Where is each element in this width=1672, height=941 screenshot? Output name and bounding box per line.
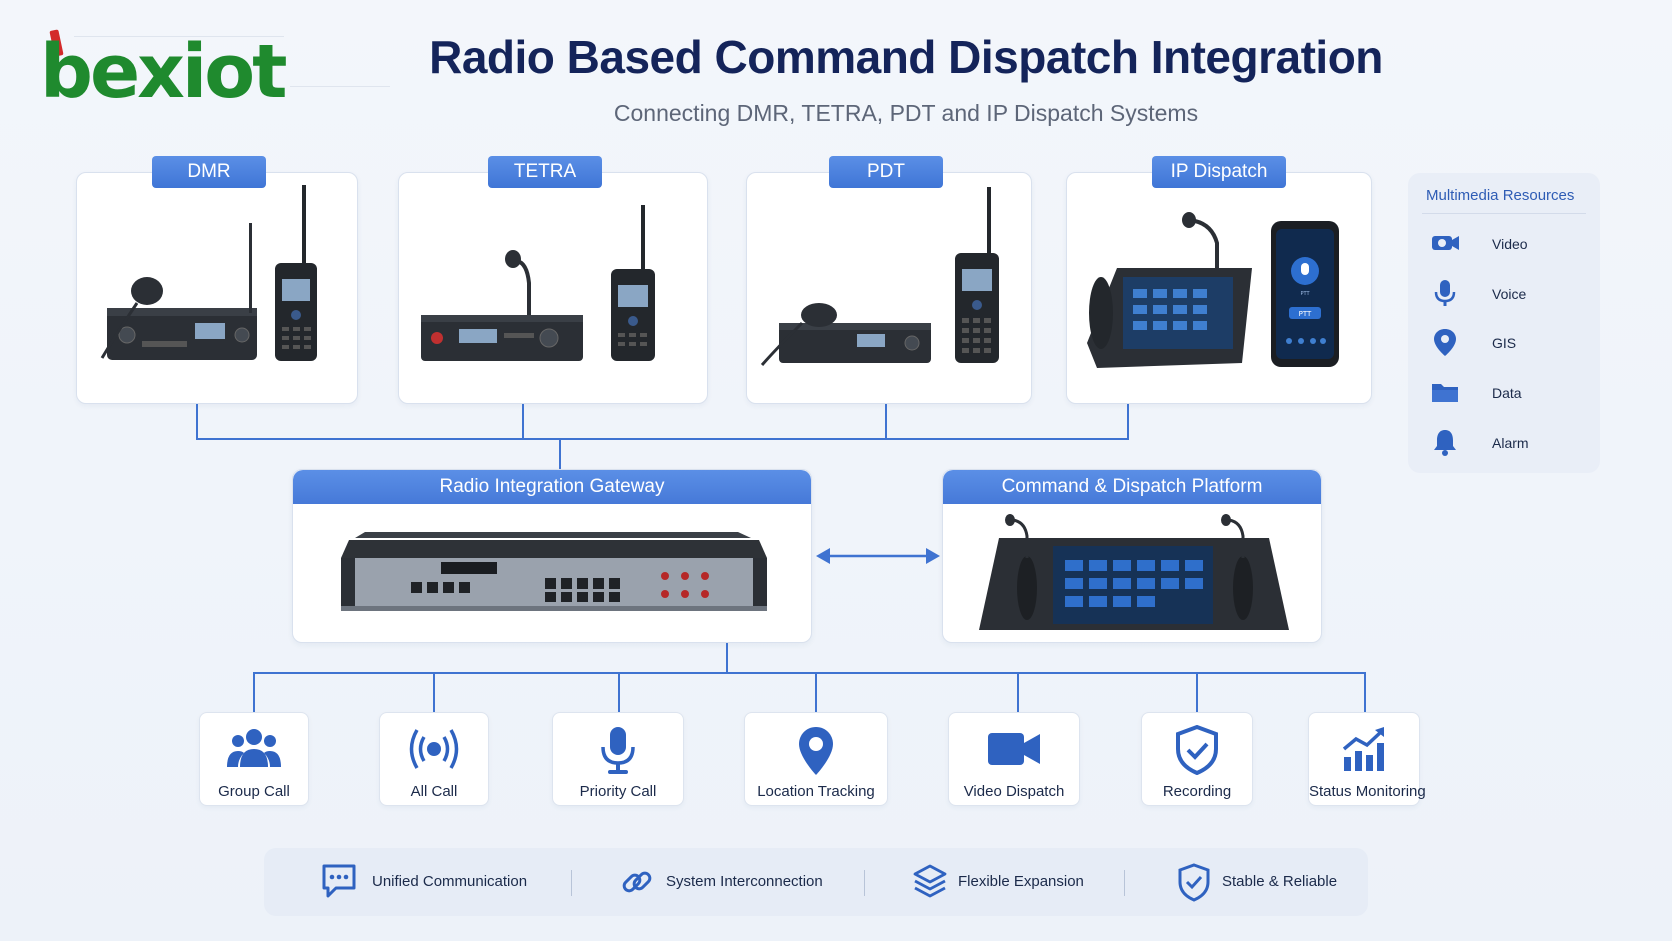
multimedia-resources-title: Multimedia Resources: [1426, 187, 1575, 204]
map-pin-icon: [799, 727, 833, 775]
function-video-dispatch[interactable]: Video Dispatch: [948, 712, 1080, 806]
feature-bar: Unified Communication System Interconnec…: [264, 848, 1368, 916]
function-label: Location Tracking: [757, 783, 875, 800]
resource-label: GIS: [1492, 335, 1517, 351]
video-camera-icon: [1432, 236, 1459, 250]
tab-pdt: PDT: [829, 156, 943, 188]
resource-label: Video: [1492, 236, 1528, 252]
divider: [1422, 213, 1586, 214]
feature-stable-reliable: Stable & Reliable: [1176, 848, 1356, 916]
separator: [1124, 870, 1125, 896]
broadcast-icon: [409, 729, 459, 769]
ip-dispatch-devices-image: PTT PTT: [1087, 212, 1339, 368]
shield-check-icon: [1176, 725, 1218, 775]
feature-label: System Interconnection: [666, 873, 823, 890]
logo-text: bexiot: [40, 29, 287, 115]
tetra-devices-image: [421, 205, 655, 361]
folder-icon: [1432, 384, 1458, 402]
feature-label: Flexible Expansion: [958, 873, 1084, 890]
system-panel-dmr: [76, 172, 358, 404]
shield-check-icon: [1178, 863, 1210, 902]
resource-label: Alarm: [1492, 435, 1529, 451]
multimedia-resources-card: Multimedia Resources Video Voice GIS Dat…: [1408, 173, 1600, 473]
connector-line: [1196, 672, 1198, 712]
bell-icon: [1434, 430, 1456, 456]
system-panel-ip-dispatch: PTT PTT: [1066, 172, 1372, 404]
system-panel-pdt: [746, 172, 1032, 404]
resource-label: Voice: [1492, 286, 1527, 302]
video-camera-icon: [988, 733, 1040, 765]
tab-tetra: TETRA: [488, 156, 602, 188]
function-label: Group Call: [218, 783, 290, 800]
function-all-call[interactable]: All Call: [379, 712, 489, 806]
system-panel-tetra: [398, 172, 708, 404]
function-location-tracking[interactable]: Location Tracking: [744, 712, 888, 806]
logo-decor-line: [290, 86, 390, 87]
resource-data[interactable]: Data: [1424, 375, 1594, 411]
connector-line: [253, 672, 255, 712]
chat-icon: [322, 864, 356, 898]
layers-icon: [913, 864, 947, 898]
feature-unified-communication: Unified Communication: [320, 848, 540, 916]
group-icon: [227, 729, 281, 767]
platform-panel: Command & Dispatch Platform: [942, 469, 1322, 643]
connector-line: [559, 438, 561, 470]
bar-chart-icon: [1342, 727, 1384, 771]
connector-line: [1127, 404, 1129, 440]
dispatch-console-image: [979, 514, 1289, 630]
function-label: Status Monitoring: [1309, 783, 1426, 800]
connector-line: [815, 672, 817, 712]
platform-title: Command & Dispatch Platform: [943, 470, 1321, 504]
link-icon: [622, 871, 652, 893]
function-label: Video Dispatch: [963, 783, 1065, 800]
connector-line: [726, 643, 728, 673]
function-label: Recording: [1162, 783, 1232, 800]
connector-line: [885, 404, 887, 440]
function-status-monitoring[interactable]: Status Monitoring: [1308, 712, 1426, 806]
function-group-call[interactable]: Group Call: [199, 712, 309, 806]
connector-line: [196, 438, 1129, 440]
resource-voice[interactable]: Voice: [1424, 276, 1594, 312]
tab-dmr: DMR: [152, 156, 266, 188]
resource-gis[interactable]: GIS: [1424, 325, 1594, 361]
connector-line: [433, 672, 435, 712]
feature-label: Stable & Reliable: [1222, 873, 1338, 890]
connector-line: [1017, 672, 1019, 712]
pdt-devices-image: [760, 187, 999, 366]
logo-decor-line: [74, 36, 284, 37]
connector-line: [522, 404, 524, 440]
resource-label: Data: [1492, 385, 1522, 401]
separator: [864, 870, 865, 896]
feature-label: Unified Communication: [372, 873, 528, 890]
bidirectional-arrow: [816, 548, 940, 564]
function-priority-call[interactable]: Priority Call: [552, 712, 684, 806]
gateway-panel: Radio Integration Gateway: [292, 469, 812, 643]
connector-line: [253, 672, 1366, 674]
connector-line: [618, 672, 620, 712]
resource-alarm[interactable]: Alarm: [1424, 425, 1594, 461]
separator: [571, 870, 572, 896]
brand-logo: bexiot: [40, 28, 390, 118]
feature-system-interconnection: System Interconnection: [620, 848, 840, 916]
resource-video[interactable]: Video: [1424, 226, 1594, 262]
phone-app-label: PTT: [1300, 291, 1310, 297]
phone-ptt-button-label: PTT: [1299, 310, 1312, 318]
gateway-title: Radio Integration Gateway: [293, 470, 811, 504]
tab-ip-dispatch: IP Dispatch: [1152, 156, 1286, 188]
connector-line: [1364, 672, 1366, 712]
feature-flexible-expansion: Flexible Expansion: [912, 848, 1132, 916]
microphone-icon: [601, 727, 635, 774]
function-recording[interactable]: Recording: [1141, 712, 1253, 806]
microphone-icon: [1434, 280, 1456, 306]
page-subtitle: Connecting DMR, TETRA, PDT and IP Dispat…: [613, 100, 1199, 126]
function-label: Priority Call: [579, 783, 657, 800]
map-pin-icon: [1434, 329, 1456, 356]
gateway-device-image: [341, 532, 767, 611]
connector-line: [196, 404, 198, 440]
page-title: Radio Based Command Dispatch Integration: [429, 31, 1383, 83]
dmr-devices-image: [100, 185, 317, 361]
function-label: All Call: [410, 783, 458, 800]
